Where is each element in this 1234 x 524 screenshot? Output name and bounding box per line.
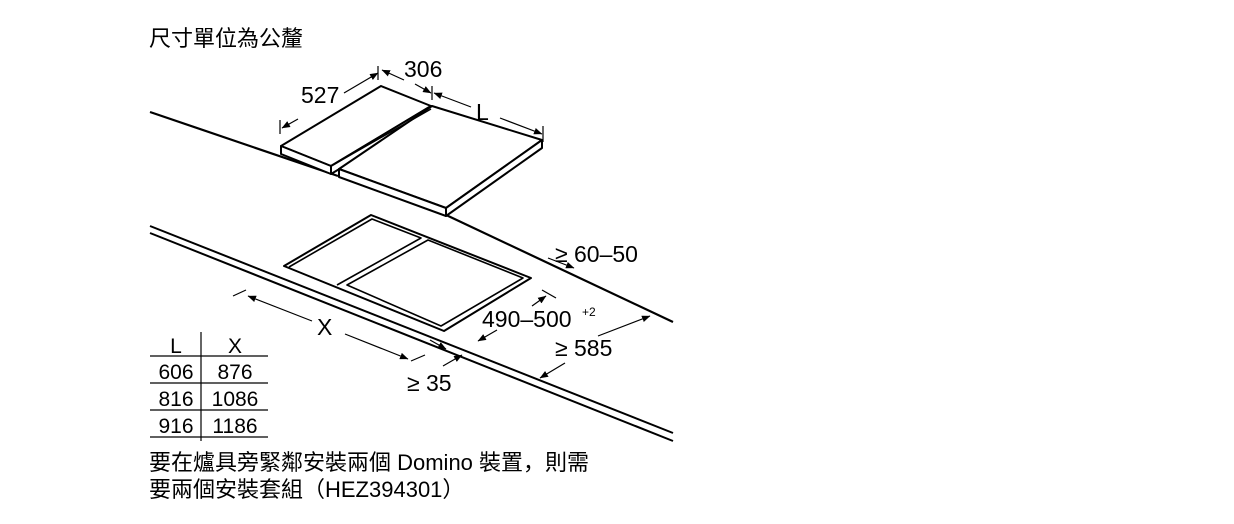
dim-worktop-depth — [539, 315, 651, 379]
dim-x — [232, 289, 426, 362]
dim-cutout-depth-label: 490–500 — [482, 306, 572, 332]
table-header-x: X — [228, 335, 242, 358]
dim-rear-clearance-label: ≥ 60–50 — [555, 241, 638, 267]
cutout-outline — [283, 214, 532, 332]
dim-306-label: 306 — [404, 56, 442, 82]
dim-rear-clearance — [547, 257, 575, 269]
hob-modules — [280, 85, 543, 217]
installation-note-line1: 要在爐具旁緊鄰安裝兩個 Domino 裝置，則需 — [149, 450, 589, 475]
dim-cutout-depth-tolerance: +2 — [582, 305, 596, 319]
dim-front-clearance — [429, 339, 463, 367]
table-cell: 1086 — [212, 388, 259, 411]
dim-cutout-depth — [477, 289, 557, 342]
lower-worktop — [149, 225, 674, 442]
dim-l — [433, 92, 544, 142]
dim-front-clearance-label: ≥ 35 — [407, 370, 452, 396]
installation-note-line2: 要兩個安裝套組（HEZ394301） — [149, 477, 464, 502]
dim-x-label: X — [317, 314, 332, 340]
dim-527 — [279, 66, 379, 134]
table-cell: 1186 — [212, 415, 257, 438]
dim-306 — [381, 69, 433, 100]
units-title: 尺寸單位為公釐 — [149, 26, 303, 51]
table-cell: 816 — [158, 388, 193, 411]
table-cell: 606 — [158, 361, 193, 384]
size-table: L X 606 876 816 1086 916 1186 — [150, 332, 268, 441]
table-header-l: L — [170, 335, 182, 358]
dim-l-label: L — [476, 99, 489, 125]
table-cell: 876 — [217, 361, 252, 384]
table-cell: 916 — [158, 415, 193, 438]
dim-worktop-depth-label: ≥ 585 — [555, 335, 612, 361]
dim-527-label: 527 — [301, 82, 339, 108]
